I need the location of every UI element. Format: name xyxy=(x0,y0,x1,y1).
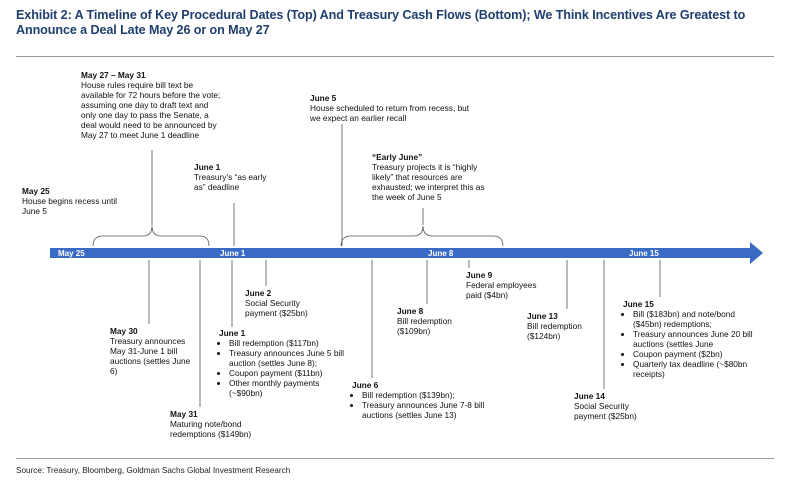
event-june13: June 13 Bill redemption ($124bn) xyxy=(527,311,599,341)
event-date: May 25 xyxy=(22,186,50,196)
event-text: Treasury projects it is “highly likely” … xyxy=(372,162,485,202)
event-date: June 1 xyxy=(194,162,221,172)
event-june15: June 15 Bill ($183bn) and note/bond ($45… xyxy=(623,299,755,379)
event-date: June 2 xyxy=(245,288,272,298)
tick-june15: June 15 xyxy=(629,249,659,258)
tick-june1: June 1 xyxy=(220,249,246,258)
list-item: Bill ($183bn) and note/bond ($45bn) rede… xyxy=(633,309,755,329)
event-june14: June 14 Social Security payment ($25bn) xyxy=(574,391,652,421)
list-item: Treasury announces June 7-8 bill auction… xyxy=(362,400,492,420)
event-text: Bill redemption ($124bn) xyxy=(527,321,582,341)
event-june1-deadline: June 1 Treasury’s “as early as” deadline xyxy=(194,162,268,192)
event-date: June 6 xyxy=(352,380,379,390)
event-date: May 27 – May 31 xyxy=(81,70,146,80)
event-date: June 9 xyxy=(466,270,493,280)
event-june6: June 6 Bill redemption ($139bn); Treasur… xyxy=(352,380,492,420)
list-item: Treasury announces June 20 bill auctions… xyxy=(633,329,755,349)
event-text: Social Security payment ($25bn) xyxy=(574,401,637,421)
list-item: Bill redemption ($117bn) xyxy=(229,338,347,348)
event-june8: June 8 Bill redemption ($109bn) xyxy=(397,306,471,336)
event-date: “Early June” xyxy=(372,152,423,162)
event-text: Maturing note/bond redemptions ($149bn) xyxy=(170,419,252,439)
tick-may25: May 25 xyxy=(58,249,85,258)
event-may25: May 25 House begins recess until June 5 xyxy=(22,186,118,216)
event-text: Treasury announces May 31-June 1 bill au… xyxy=(110,336,191,376)
event-date: June 1 xyxy=(219,328,246,338)
list-item: Treasury announces June 5 bill auction (… xyxy=(229,348,347,368)
event-text: House rules require bill text be availab… xyxy=(81,80,221,140)
event-june9: June 9 Federal employees paid ($4bn) xyxy=(466,270,542,300)
event-date: June 8 xyxy=(397,306,424,316)
exhibit-title: Exhibit 2: A Timeline of Key Procedural … xyxy=(16,8,746,37)
bottom-divider xyxy=(16,458,774,459)
event-text: House begins recess until June 5 xyxy=(22,196,118,216)
event-june1-flows: June 1 Bill redemption ($117bn) Treasury… xyxy=(219,328,347,398)
event-date: June 15 xyxy=(623,299,654,309)
source-note: Source: Treasury, Bloomberg, Goldman Sac… xyxy=(16,466,291,475)
tick-june8: June 8 xyxy=(428,249,454,258)
list-item: Coupon payment ($2bn) xyxy=(633,349,755,359)
event-june2: June 2 Social Security payment ($25bn) xyxy=(245,288,325,318)
event-text: House scheduled to return from recess, b… xyxy=(310,103,470,123)
list-item: Quarterly tax deadline (~$80bn receipts) xyxy=(633,359,755,379)
event-date: June 14 xyxy=(574,391,605,401)
event-may31: May 31 Maturing note/bond redemptions ($… xyxy=(170,409,270,439)
event-date: May 31 xyxy=(170,409,198,419)
event-may30: May 30 Treasury announces May 31-June 1 … xyxy=(110,326,196,376)
event-date: June 13 xyxy=(527,311,558,321)
list-item: Bill redemption ($139bn); xyxy=(362,390,492,400)
bracket-early-june xyxy=(340,225,504,247)
event-list: Bill ($183bn) and note/bond ($45bn) rede… xyxy=(623,309,755,379)
timeline-arrowhead xyxy=(750,242,763,264)
list-item: Coupon payment ($11bn) xyxy=(229,368,347,378)
event-early-june: “Early June” Treasury projects it is “hi… xyxy=(372,152,492,202)
event-list: Bill redemption ($117bn) Treasury announ… xyxy=(219,338,347,398)
event-text: Social Security payment ($25bn) xyxy=(245,298,308,318)
event-date: June 5 xyxy=(310,93,337,103)
top-divider xyxy=(16,56,774,57)
event-date: May 30 xyxy=(110,326,138,336)
event-june5: June 5 House scheduled to return from re… xyxy=(310,93,470,123)
bracket-may27-31 xyxy=(92,225,210,247)
event-text: Federal employees paid ($4bn) xyxy=(466,280,537,300)
list-item: Other monthly payments (~$90bn) xyxy=(229,378,347,398)
event-text: Bill redemption ($109bn) xyxy=(397,316,452,336)
event-list: Bill redemption ($139bn); Treasury annou… xyxy=(352,390,492,420)
event-text: Treasury’s “as early as” deadline xyxy=(194,172,267,192)
timeline-bar xyxy=(50,248,753,258)
event-may27-31: May 27 – May 31 House rules require bill… xyxy=(81,70,221,140)
